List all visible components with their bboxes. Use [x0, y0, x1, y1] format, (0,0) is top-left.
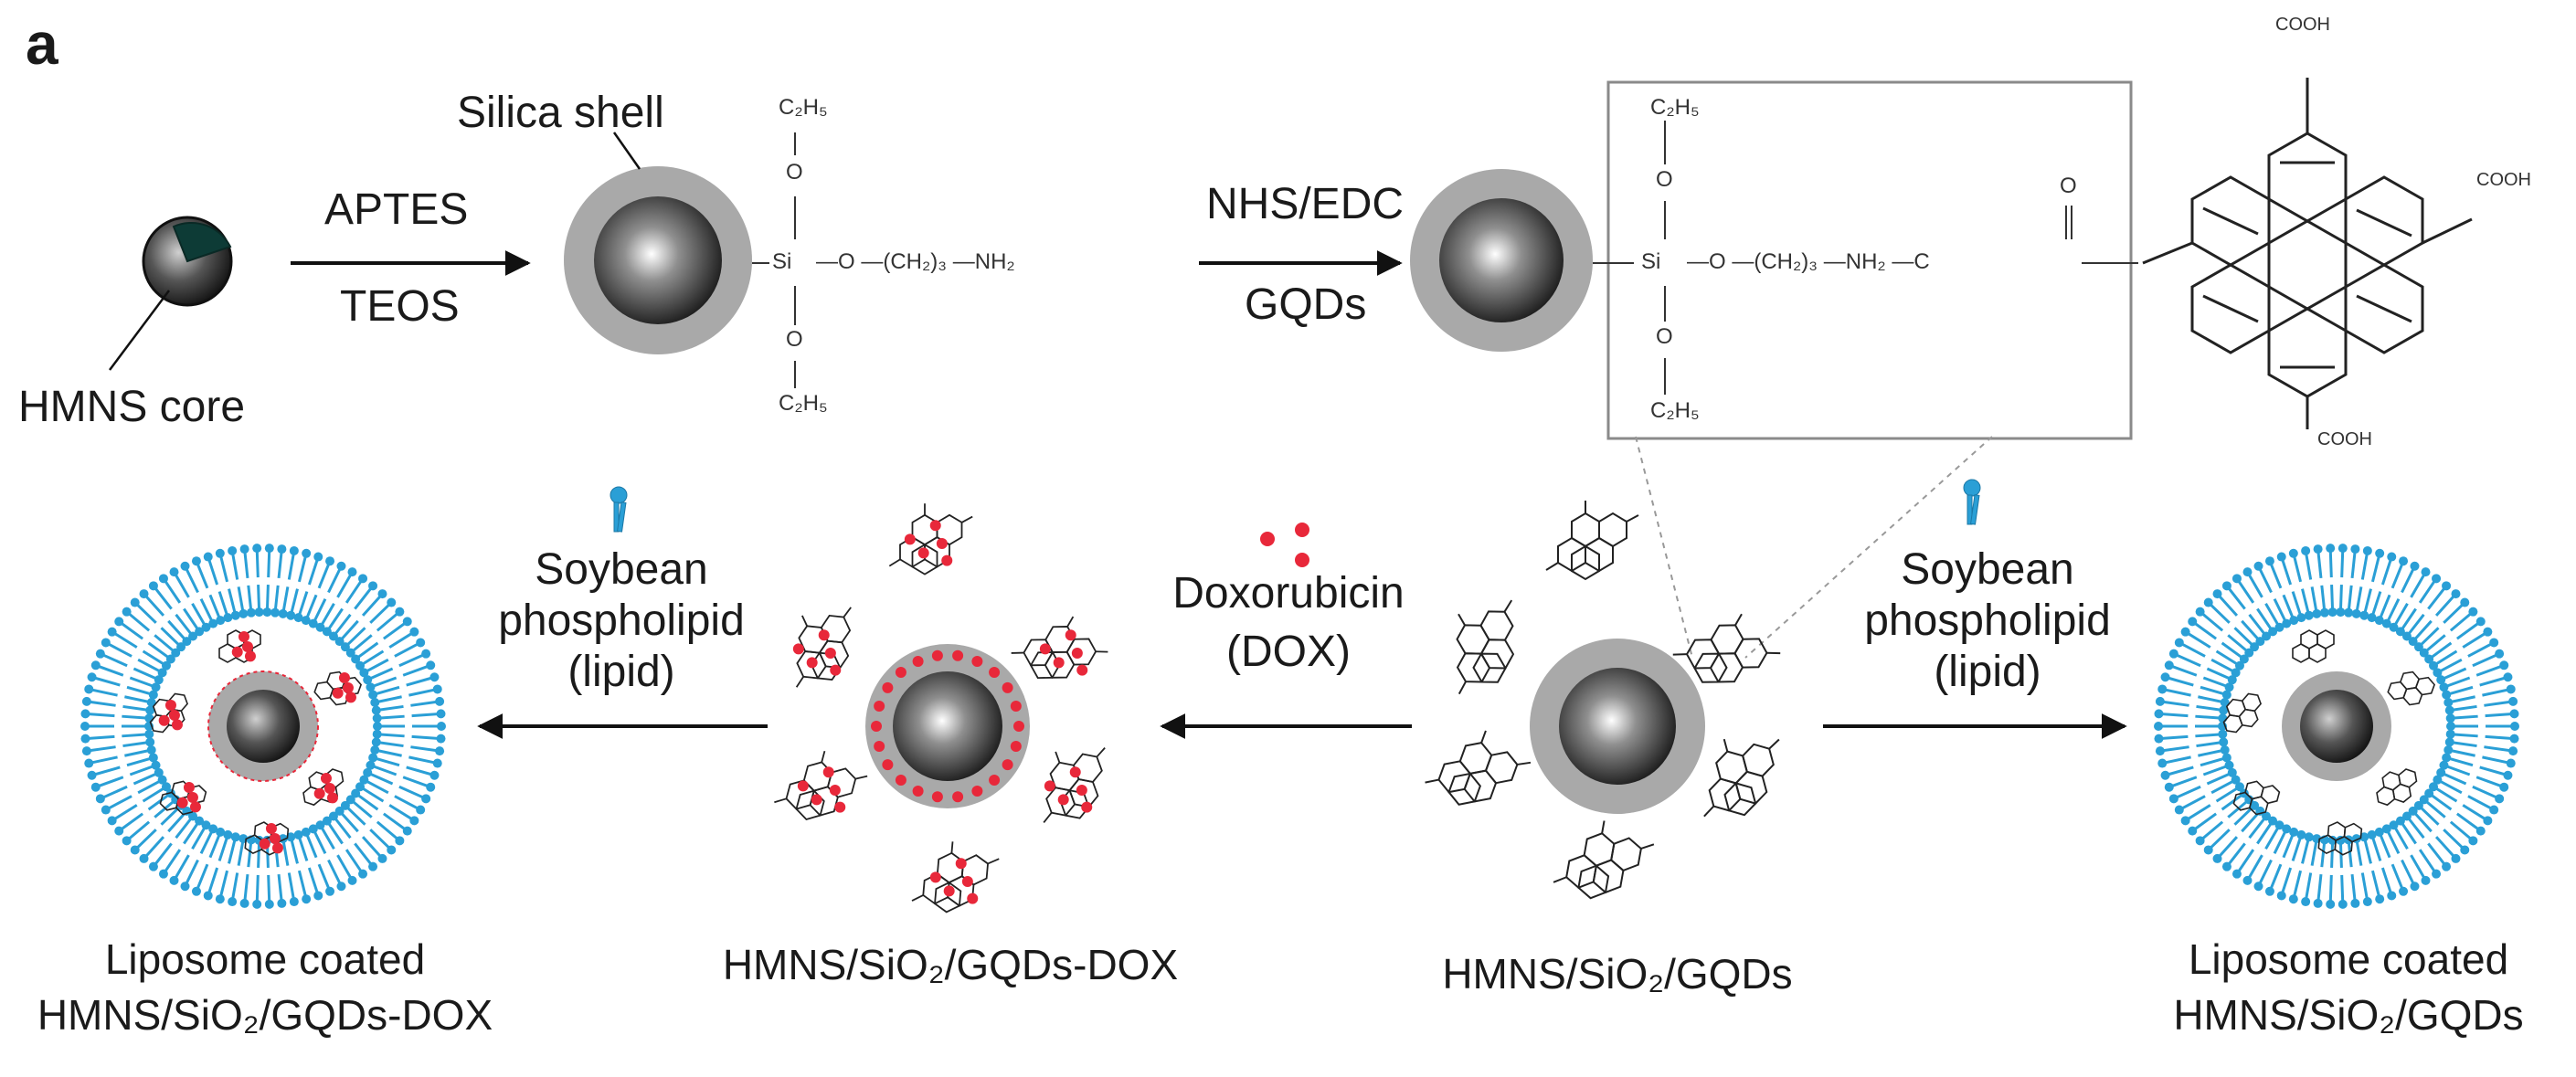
- liposome-right: [2154, 544, 2519, 909]
- left-reagent-line1: Soybean: [535, 545, 708, 594]
- linker2-si: Si: [1641, 249, 1661, 274]
- product-gqds-dox: HMNS/SiO₂/GQDs-DOX: [722, 941, 1179, 988]
- linker1-ethyl-top: C₂H₅: [779, 95, 828, 120]
- product-liposome-gqds-line1: Liposome coated: [2188, 935, 2509, 983]
- liposome-left-core: [207, 670, 319, 782]
- linker1-chain: —O —(CH₂)₃ —NH₂: [816, 249, 1015, 274]
- linker2-carbonyl-o: O: [2060, 174, 2077, 198]
- product-liposome-dox-line2: HMNS/SiO₂/GQDs-DOX: [37, 991, 493, 1039]
- shell-label-pointer: [612, 132, 641, 170]
- linker1-o-bottom: O: [786, 327, 803, 352]
- cooh-bottom: COOH: [2317, 429, 2372, 449]
- lipid-icon: [1963, 479, 1981, 525]
- linker1-si: Si: [772, 249, 792, 274]
- dox-reagent-line1: Doxorubicin: [1172, 569, 1405, 618]
- product-liposome-dox-line1: Liposome coated: [104, 935, 426, 983]
- cooh-right: COOH: [2476, 170, 2531, 190]
- liposome-right-core: [2282, 671, 2391, 781]
- gqds-particle: [1530, 639, 1705, 814]
- linker1-bonds: [752, 132, 796, 388]
- dox-molecule-dots: [1260, 523, 1309, 567]
- linker2-ethyl-bottom: C₂H₅: [1650, 398, 1700, 423]
- left-reagent-line2: phospholipid: [498, 597, 745, 645]
- gqd-structure: [2142, 78, 2473, 429]
- right-reagent-line1: Soybean: [1901, 545, 2074, 594]
- dox-reagent-line2: (DOX): [1226, 628, 1351, 676]
- product-liposome-gqds-line2: HMNS/SiO₂/GQDs: [2173, 991, 2524, 1039]
- linker2-bonds: [1593, 121, 2138, 395]
- linker1-ethyl-bottom: C₂H₅: [779, 391, 828, 416]
- linker1-o-top: O: [786, 160, 803, 185]
- hmns-core-particle: [142, 216, 233, 307]
- reagent-gqds: GQDs: [1245, 280, 1367, 329]
- lipid-icon: [610, 486, 628, 533]
- right-reagent-line3: (lipid): [1934, 648, 2041, 696]
- cooh-top: COOH: [2275, 15, 2330, 35]
- gqds-dox-particle: [865, 644, 1030, 808]
- panel-letter: a: [26, 11, 58, 77]
- reagent-nhs-edc: NHS/EDC: [1206, 180, 1405, 228]
- gqd-decorations: [143, 500, 2437, 917]
- linker-highlight-box: [1606, 80, 2133, 440]
- core-label-pointer: [108, 290, 171, 371]
- linker2-ethyl-top: C₂H₅: [1650, 95, 1700, 120]
- linker2-o-top: O: [1656, 167, 1673, 192]
- reagent-aptes: APTES: [324, 185, 469, 234]
- silica-coated-particle: [564, 166, 752, 354]
- shell-label: Silica shell: [457, 89, 664, 137]
- linker2-o-bottom: O: [1656, 324, 1673, 349]
- zoom-dashed-lines: [1635, 436, 1993, 659]
- reagent-teos: TEOS: [340, 282, 460, 331]
- silica-coated-particle-2: [1410, 169, 1593, 352]
- right-reagent-line2: phospholipid: [1864, 597, 2111, 645]
- linker2-chain: —O —(CH₂)₃ —NH₂ —C: [1687, 249, 1930, 274]
- liposome-left: [80, 544, 446, 909]
- core-label: HMNS core: [18, 383, 246, 431]
- left-reagent-line3: (lipid): [567, 648, 675, 696]
- product-gqds: HMNS/SiO₂/GQDs: [1442, 950, 1793, 998]
